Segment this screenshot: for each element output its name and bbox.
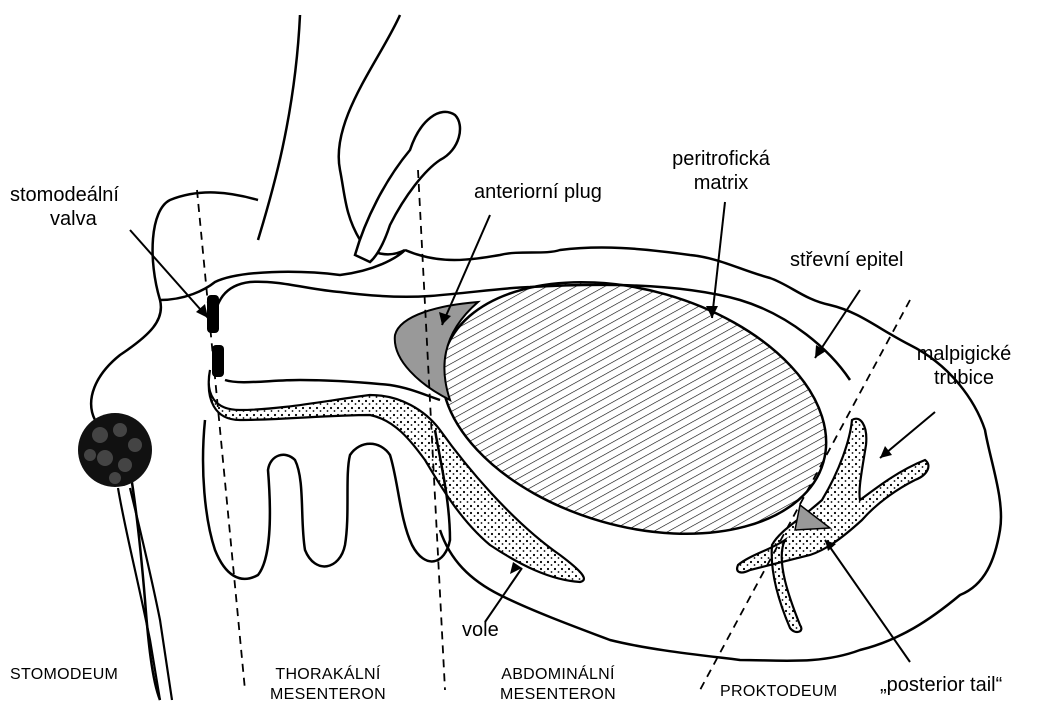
label-posterior-tail: „posterior tail“ [880, 673, 1002, 697]
salivary-gland [78, 413, 152, 487]
region-stomodeum: STOMODEUM [10, 665, 118, 685]
region-proktodeum: PROKTODEUM [720, 682, 837, 702]
region-abdominalni-mesenteron: ABDOMINÁLNÍ MESENTERON [488, 665, 628, 705]
foregut-lower-wall [225, 380, 440, 400]
dorsal-diverticulum [355, 112, 460, 262]
label-strevni-epitel: střevní epitel [790, 248, 903, 272]
label-malpigicke-trubice: malpigické trubice [905, 342, 1023, 390]
label-peritroficka-matrix: peritrofická matrix [665, 147, 777, 195]
label-anteriorni-plug: anteriorní plug [474, 180, 602, 204]
label-vole: vole [462, 618, 499, 642]
label-stomodealni-valva: stomodeální valva [10, 183, 119, 231]
stomodeal-valve-upper [207, 295, 219, 333]
region-thorakalni-mesenteron: THORAKÁLNÍ MESENTERON [262, 665, 394, 705]
